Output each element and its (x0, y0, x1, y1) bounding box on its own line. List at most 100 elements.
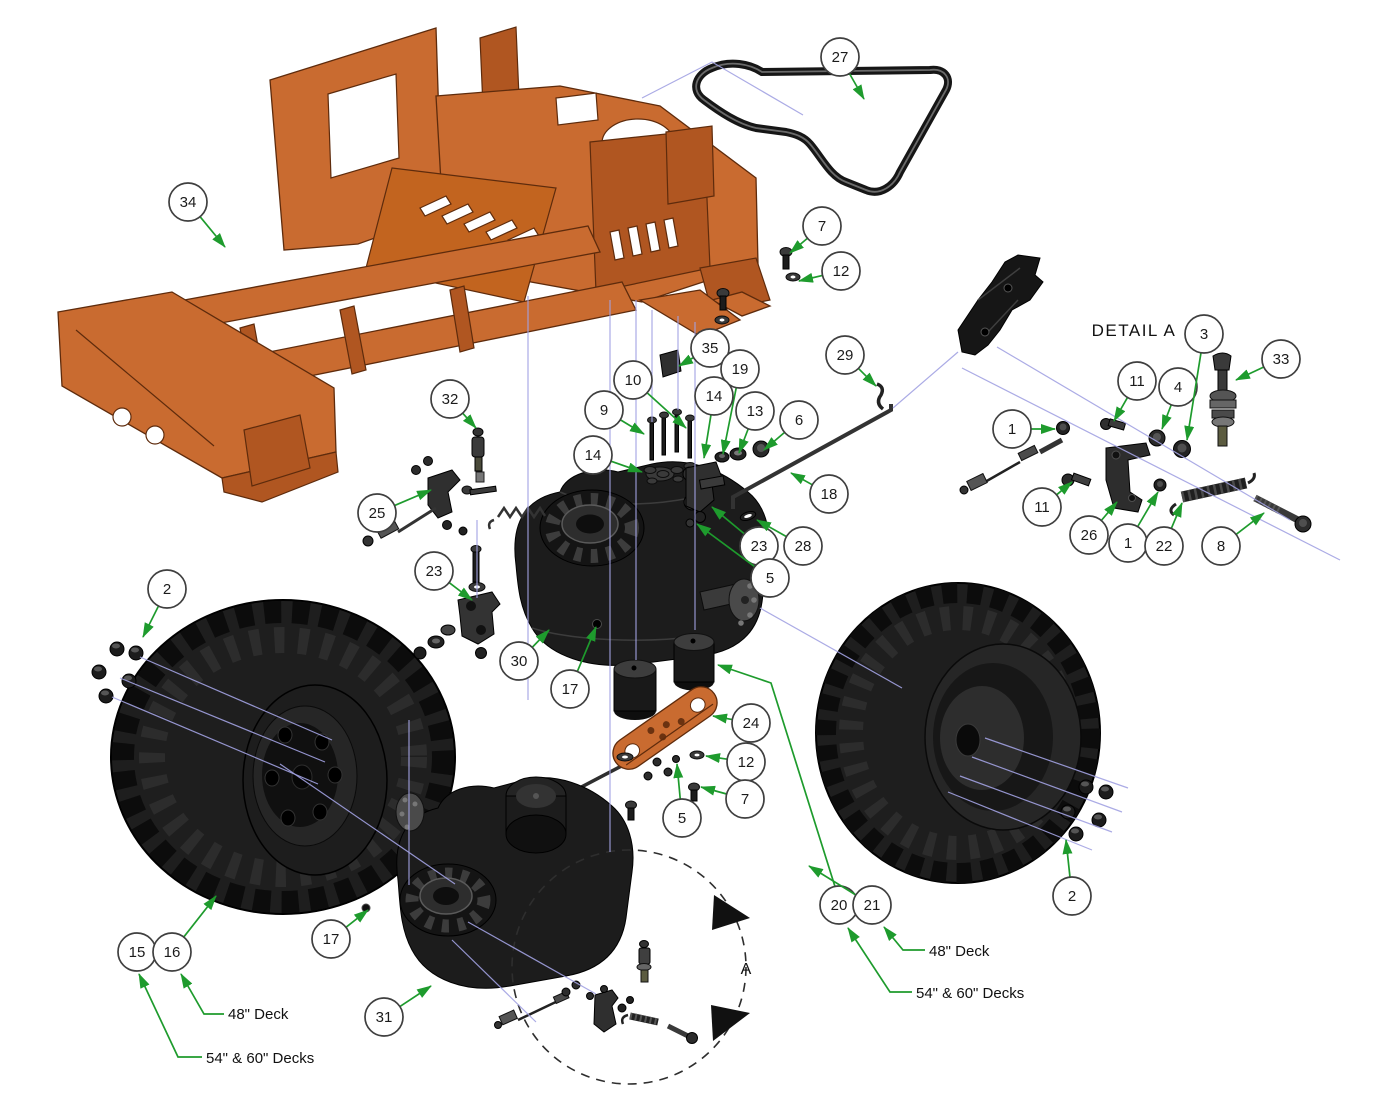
callout-2: 2 (142, 569, 187, 638)
callout-balloon-29 (825, 335, 865, 375)
callout-balloon-4 (1158, 367, 1198, 407)
callout-12: 12 (705, 742, 766, 782)
callout-balloon-2 (1052, 876, 1092, 916)
callout-4: 4 (1158, 367, 1198, 430)
callout-number-30: 30 (511, 653, 528, 670)
callout-balloon-16 (152, 932, 192, 972)
callout-number-19: 19 (732, 361, 749, 378)
callout-number-23: 23 (751, 538, 768, 555)
callout-number-25: 25 (369, 505, 386, 522)
left-wheel (110, 599, 456, 915)
hardware-clevis-mount (413, 545, 501, 660)
callout-balloon-24 (731, 703, 771, 743)
callout-number-32: 32 (442, 391, 459, 408)
callout-34: 34 (168, 182, 226, 248)
leader-line-4 (1161, 404, 1173, 430)
leader-line-33 (1235, 366, 1265, 381)
callout-number-4: 4 (1174, 379, 1182, 396)
callout-number-11: 11 (1034, 499, 1050, 516)
leader-line-34 (199, 216, 226, 248)
decks-54-60-label-left: 54" & 60" Decks (206, 1050, 314, 1067)
callout-17: 17 (311, 909, 369, 959)
callout-balloon-6 (779, 400, 819, 440)
detail-a-parts (957, 254, 1312, 533)
callout-balloon-7 (802, 206, 842, 246)
callout-balloon-25 (357, 493, 397, 533)
callout-balloon-35 (690, 328, 730, 368)
leader-line-16 (183, 895, 217, 938)
callout-number-1: 1 (1124, 535, 1132, 552)
leader-line-2 (1062, 839, 1073, 878)
callout-21: 21 (808, 865, 892, 925)
hardware-brake-arm (362, 427, 547, 547)
callout-number-31: 31 (376, 1009, 393, 1026)
callout-number-24: 24 (743, 715, 760, 732)
callout-11: 11 (1022, 481, 1073, 527)
callout-33: 33 (1235, 339, 1301, 381)
callout-balloon-11 (1117, 361, 1157, 401)
leader-line-3 (1184, 352, 1202, 441)
callout-8: 8 (1201, 512, 1265, 566)
callout-balloon-32 (430, 379, 470, 419)
leader-line-23 (711, 506, 745, 535)
callout-balloon-9 (584, 390, 624, 430)
deck-48-label-left: 48" Deck (228, 1006, 289, 1023)
callout-17: 17 (550, 626, 597, 709)
callout-balloon-30 (499, 641, 539, 681)
leader-line-8 (1235, 512, 1265, 536)
deck-48-label-left-leader (180, 973, 224, 1015)
callout-number-13: 13 (747, 403, 764, 420)
callout-7: 7 (789, 206, 842, 254)
callout-25: 25 (357, 489, 432, 533)
callout-7: 7 (700, 779, 765, 819)
callout-5: 5 (696, 523, 790, 598)
callout-balloon-31 (364, 997, 404, 1037)
leader-line-2 (142, 605, 160, 638)
callout-15: 15 (117, 932, 157, 972)
leader-line-7 (700, 785, 727, 796)
hardware-damper-screws (616, 750, 705, 821)
leader-line-17 (345, 909, 369, 928)
callout-balloon-1 (992, 409, 1032, 449)
section-arrow-bottom (711, 1005, 750, 1041)
callout-number-3: 3 (1200, 326, 1208, 343)
section-a-detail-circle (494, 849, 750, 1085)
leader-line-28 (756, 519, 787, 538)
callout-23: 23 (711, 506, 779, 566)
callout-number-27: 27 (832, 49, 849, 66)
frame-weldment (57, 26, 772, 503)
callout-number-22: 22 (1156, 538, 1173, 555)
callout-number-17: 17 (562, 681, 579, 698)
callout-balloon-10 (613, 360, 653, 400)
leader-line-24 (712, 713, 733, 724)
callout-14: 14 (694, 376, 734, 459)
transaxle-upper (514, 461, 770, 666)
callout-number-8: 8 (1217, 538, 1225, 555)
decks-54-60-label-right: 54" & 60" Decks (916, 985, 1024, 1002)
transaxle-lower (361, 737, 660, 989)
callout-23: 23 (414, 551, 473, 601)
callout-number-2: 2 (163, 581, 171, 598)
leader-line-13 (738, 428, 750, 454)
rubber-dampers (613, 633, 715, 720)
leader-line-25 (394, 489, 432, 507)
callout-balloon-34 (168, 182, 208, 222)
decks-54-60-label-left-leader (138, 973, 202, 1058)
decks-54-60-label-right-leader (847, 927, 912, 993)
leader-line-23 (448, 581, 473, 601)
callout-9: 9 (584, 390, 645, 435)
callout-number-5: 5 (766, 570, 774, 587)
detail-a-title: DETAIL A (1092, 321, 1177, 340)
callout-balloon-13 (735, 391, 775, 431)
leader-line-29 (857, 367, 877, 387)
callout-10: 10 (613, 360, 687, 429)
callout-number-23: 23 (426, 563, 443, 580)
leader-line-17 (576, 626, 597, 672)
callout-number-34: 34 (180, 194, 197, 211)
callout-balloon-28 (783, 526, 823, 566)
callout-number-20: 20 (831, 897, 848, 914)
callout-number-14: 14 (585, 447, 602, 464)
callout-number-11: 11 (1129, 373, 1145, 390)
